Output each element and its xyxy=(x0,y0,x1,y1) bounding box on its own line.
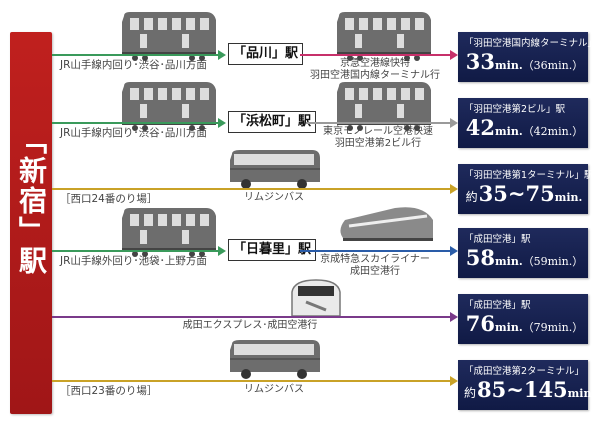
route-4-destination-name: 「成田空港」駅 xyxy=(464,234,531,245)
route-3-destination-box: 「羽田空港第1ターミナル」駅 約35~75min. xyxy=(458,164,594,214)
route-4-travel-time: 58min.（59min.） xyxy=(465,245,584,270)
route-3-line-label: ［西口24番のり場］ xyxy=(60,193,158,205)
route-5-travel-time: 76min.（79min.） xyxy=(465,311,584,336)
route-6-arrow xyxy=(450,376,458,386)
route-6-via-1: リムジンバス xyxy=(244,384,304,395)
route-2-via-1: 東京モノレール空港快速 xyxy=(323,126,433,137)
route-2-line-segment-1 xyxy=(52,122,218,124)
route-5-line-label: 成田エクスプレス･成田空港行 xyxy=(182,320,318,331)
route-4-arrow-1 xyxy=(218,246,226,256)
route-2-destination-name: 「羽田空港第2ビル」駅 xyxy=(464,104,566,115)
route-2-destination-box: 「羽田空港第2ビル」駅 42min.（42min.） xyxy=(458,98,588,148)
route-5-arrow xyxy=(450,312,458,322)
route-1-line-segment-1 xyxy=(52,54,218,56)
route-6-line-label: ［西口23番のり場］ xyxy=(60,385,158,397)
route-1-transfer-station: 「品川」駅 xyxy=(228,43,304,65)
route-1-via-1: 京急空港線快特 xyxy=(340,58,410,69)
route-4-arrow-2 xyxy=(450,246,458,256)
route-4-via-1: 京成特急スカイライナー xyxy=(320,254,430,265)
route-4-line-segment-2 xyxy=(300,250,450,252)
route-1-line-label: JR山手線内回り･渋谷･品川方面 xyxy=(60,59,207,71)
route-3-arrow xyxy=(450,184,458,194)
route-4-line-label: JR山手線外回り･池袋･上野方面 xyxy=(60,255,207,267)
route-2-line-label: JR山手線内回り･渋谷･品川方面 xyxy=(60,127,207,139)
route-2-travel-time: 42min.（42min.） xyxy=(465,115,584,140)
route-6-travel-time: 約85~145min. xyxy=(464,377,596,402)
route-4-line-segment-1 xyxy=(52,250,218,252)
bus-icon xyxy=(230,150,320,189)
route-2-via-2: 羽田空港第2ビル行 xyxy=(334,138,422,149)
route-2-arrow-2 xyxy=(450,118,458,128)
route-1-travel-time: 33min.（36min.） xyxy=(465,49,584,74)
route-6-line xyxy=(52,380,450,382)
route-3-travel-time: 約35~75min. xyxy=(465,181,583,206)
route-4-transfer-station: 「日暮里」駅 xyxy=(228,239,317,261)
route-1-line-segment-2 xyxy=(300,54,450,56)
monorail-icon xyxy=(337,82,431,131)
bus-icon xyxy=(230,340,320,379)
route-1-destination-box: 「羽田空港国内線ターミナル」駅 33min.（36min.） xyxy=(458,32,600,82)
route-5-destination-box: 「成田空港」駅 76min.（79min.） xyxy=(458,294,588,344)
skyliner-icon xyxy=(340,207,433,241)
route-1-destination-name: 「羽田空港国内線ターミナル」駅 xyxy=(464,38,600,49)
route-6-destination-box: 「成田空港第2ターミナル」 約85~145min. xyxy=(458,360,596,410)
route-2-line-segment-2 xyxy=(306,122,450,124)
route-3-line xyxy=(52,188,450,190)
route-2-arrow-1 xyxy=(218,118,226,128)
route-3-via-1: リムジンバス xyxy=(244,192,304,203)
route-4-destination-box: 「成田空港」駅 58min.（59min.） xyxy=(458,228,588,278)
route-5-line xyxy=(52,316,450,318)
route-1-via-2: 羽田空港国内線ターミナル行 xyxy=(310,70,440,81)
route-1-arrow-2 xyxy=(450,50,458,60)
route-1-arrow-1 xyxy=(218,50,226,60)
route-4-via-2: 成田空港行 xyxy=(350,266,400,277)
route-6-destination-name: 「成田空港第2ターミナル」 xyxy=(464,366,585,377)
origin-station-label: 「新宿」駅 xyxy=(15,126,48,276)
route-3-destination-name: 「羽田空港第1ターミナル」駅 xyxy=(464,170,594,181)
route-5-destination-name: 「成田空港」駅 xyxy=(464,300,531,311)
narita-express-icon xyxy=(291,279,341,317)
origin-station-box: 「新宿」駅 xyxy=(10,32,52,414)
route-2-transfer-station: 「浜松町」駅 xyxy=(228,111,317,133)
